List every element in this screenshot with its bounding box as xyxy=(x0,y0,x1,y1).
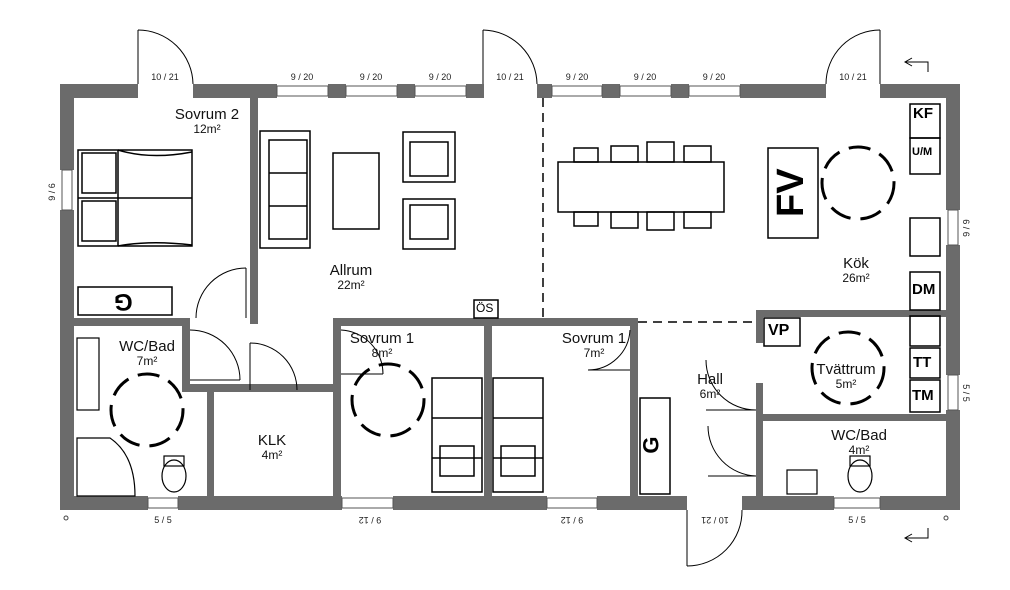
dim-top-1: 10 / 21 xyxy=(151,72,179,82)
room-area: 7m² xyxy=(583,346,605,361)
room-name: Sovrum 2 xyxy=(174,106,240,123)
armchairs xyxy=(402,131,456,250)
wc-left-fixtures xyxy=(76,337,187,497)
dim-right-tvatt: 5 / 5 xyxy=(961,384,971,402)
door-swings xyxy=(137,29,881,567)
dim-top-4: 9 / 20 xyxy=(428,72,452,82)
dim-top-5: 10 / 21 xyxy=(496,72,524,82)
dim-top-9: 10 / 21 xyxy=(839,72,867,82)
room-area: 22m² xyxy=(337,278,365,293)
room-area: 12m² xyxy=(193,122,221,137)
coffee-table xyxy=(332,152,380,230)
dim-top-6: 9 / 20 xyxy=(565,72,589,82)
wardrobe-g-right: G xyxy=(638,436,664,454)
windows xyxy=(61,85,959,509)
entrance-arrows xyxy=(903,57,929,543)
wardrobes xyxy=(77,286,671,495)
dim-bottom-3: 9 / 12 xyxy=(560,515,584,525)
um-symbol: U/M xyxy=(912,146,933,158)
wardrobe-g-left: G xyxy=(114,288,133,315)
room-name: Hall xyxy=(697,371,723,388)
dim-bottom-2: 9 / 12 xyxy=(358,515,382,525)
vp-symbol: VP xyxy=(768,322,790,339)
tm-symbol: TM xyxy=(912,387,934,404)
interior-walls xyxy=(74,98,946,496)
dim-right-kok: 6 / 6 xyxy=(961,219,971,237)
room-name: WC/Bad xyxy=(831,427,887,444)
dim-bottom-4: 10 / 21 xyxy=(701,515,729,525)
room-area: 4m² xyxy=(261,448,283,463)
dim-top-7: 9 / 20 xyxy=(633,72,657,82)
dim-top-3: 9 / 20 xyxy=(359,72,383,82)
dim-left: 9 / 6 xyxy=(47,183,57,201)
room-name: Sovrum 1 xyxy=(349,330,415,347)
kitchen-units xyxy=(473,103,941,413)
sofa xyxy=(259,130,311,249)
room-area: 8m² xyxy=(371,346,393,361)
zone-lines xyxy=(542,98,756,323)
turning-circles xyxy=(109,145,896,448)
room-area: 5m² xyxy=(835,377,857,392)
exterior-walls xyxy=(60,84,960,510)
corner-markers xyxy=(63,515,949,521)
dm-symbol: DM xyxy=(912,281,936,298)
dim-top-8: 9 / 20 xyxy=(702,72,726,82)
room-name: Sovrum 1 xyxy=(561,330,627,347)
fv-symbol: FV xyxy=(770,168,812,217)
room-name: KLK xyxy=(257,432,287,449)
tt-symbol: TT xyxy=(913,354,932,371)
dim-top-2: 9 / 20 xyxy=(290,72,314,82)
room-name: Allrum xyxy=(329,262,373,279)
room-area: 26m² xyxy=(842,271,870,286)
room-area: 4m² xyxy=(848,443,870,458)
dim-bottom-1: 5 / 5 xyxy=(154,515,172,525)
room-area: 7m² xyxy=(136,354,158,369)
dining-table xyxy=(557,141,725,231)
room-name: Tvättrum xyxy=(816,361,876,378)
wc-right-fixtures xyxy=(786,455,873,495)
room-name: WC/Bad xyxy=(119,338,175,355)
kf-symbol: KF xyxy=(913,105,933,122)
os-symbol: ÖS xyxy=(476,301,494,315)
dim-bottom-5: 5 / 5 xyxy=(848,515,866,525)
room-name: Kök xyxy=(843,255,869,272)
room-area: 6m² xyxy=(699,387,721,402)
beds xyxy=(77,149,544,493)
